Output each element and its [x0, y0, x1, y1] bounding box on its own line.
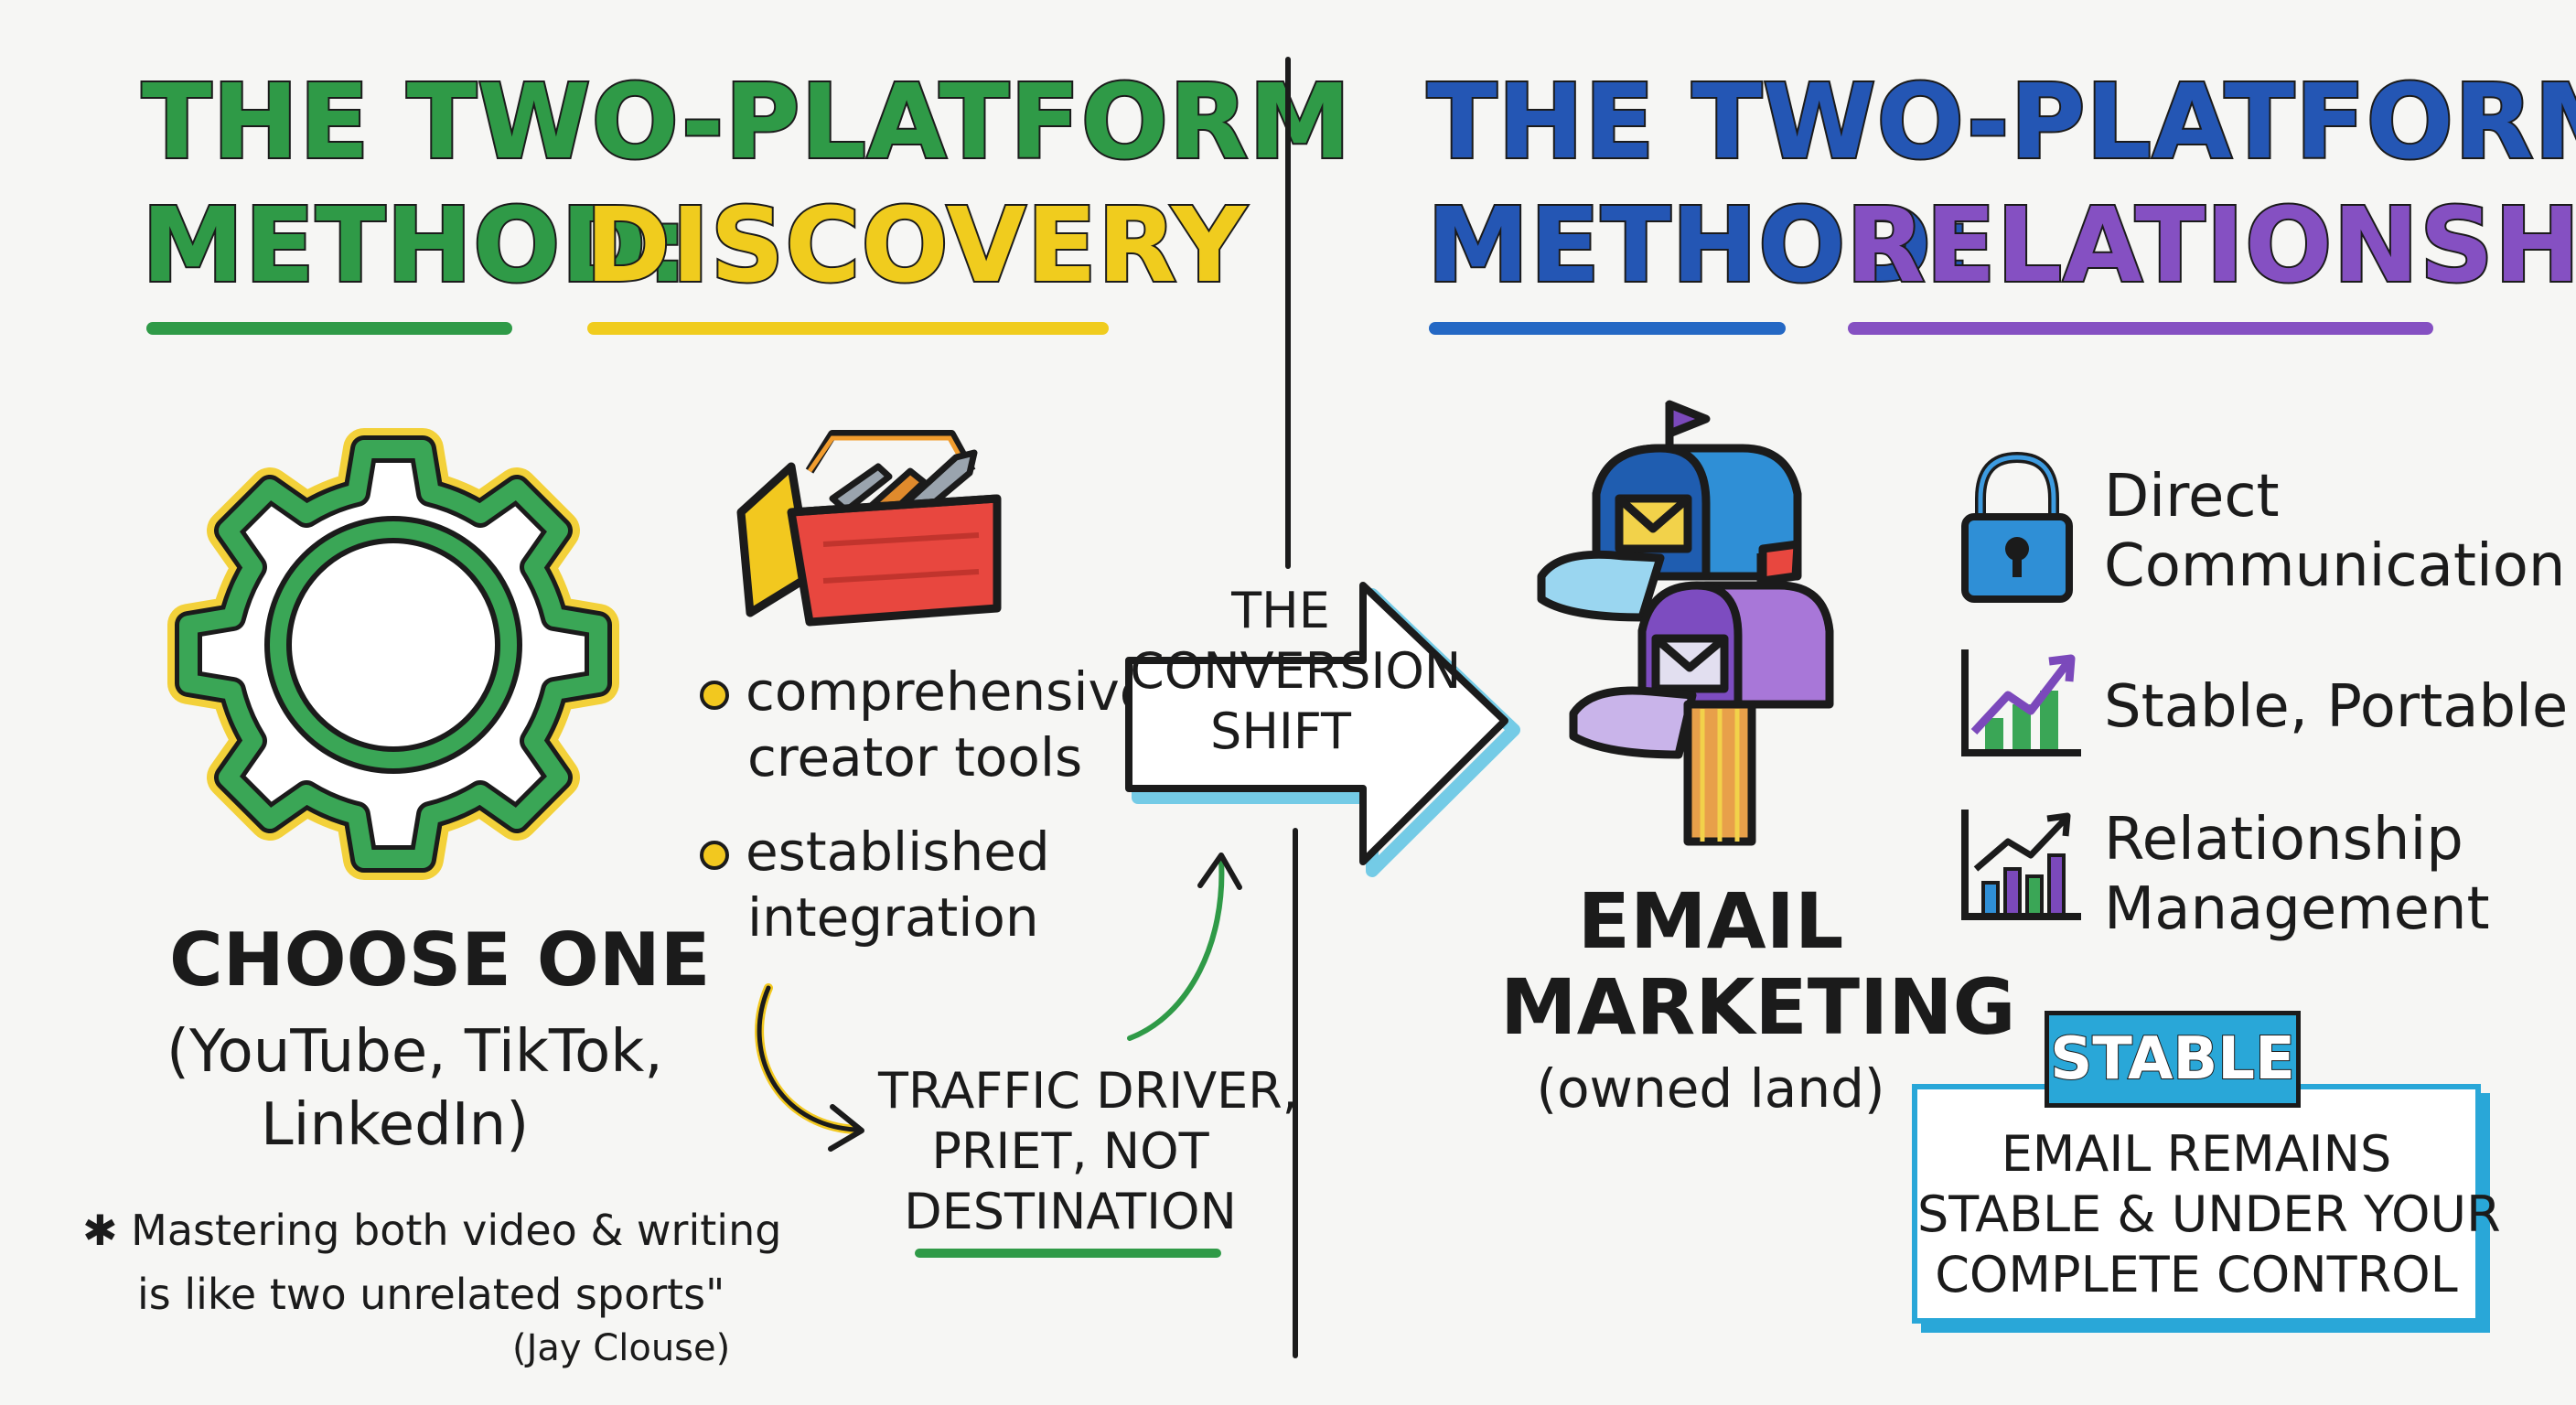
feature-1-line1: Direct [2104, 463, 2280, 531]
left-title-method: METHOD: [140, 186, 690, 306]
quote-line1: ✱ Mastering both video & writing [82, 1203, 781, 1258]
bullet-2-line1: established [746, 820, 1050, 883]
growth-chart-icon [1961, 649, 2081, 756]
conversion-arrow-icon [1125, 582, 1520, 877]
feature-3-line1: Relationship [2104, 806, 2463, 874]
bullet-1-line1: comprehensive [746, 660, 1153, 723]
quote-text-1: Mastering both video & writing [131, 1206, 782, 1255]
bullet-dot [700, 840, 729, 870]
stable-callout-text: EMAIL REMAINS STABLE & UNDER YOUR COMPLE… [1917, 1124, 2501, 1305]
platforms-line2: LinkedIn) [261, 1091, 530, 1159]
traffic-underline [915, 1249, 1221, 1258]
right-title-line1: THE TWO-PLATFORM [1425, 62, 2576, 183]
bullet-item-2: established integration [700, 819, 1050, 950]
up-arrow-icon [1127, 853, 1242, 1041]
stable-badge: STABLE [2045, 1011, 2301, 1108]
choose-one-label: CHOOSE ONE [169, 917, 711, 1003]
arrow-line2: CONVERSION [1130, 642, 1462, 700]
mailbox-icon [1537, 400, 1834, 846]
conversion-shift-label: THE CONVERSION SHIFT [1130, 581, 1462, 762]
email-line1: EMAIL [1577, 876, 1844, 966]
center-divider-top [1285, 57, 1291, 569]
stable-line1: EMAIL REMAINS [2001, 1125, 2392, 1183]
right-title-underline-blue [1429, 322, 1786, 335]
right-title-underline-purple [1848, 322, 2433, 335]
traffic-line1: TRAFFIC DRIVER, [878, 1062, 1298, 1120]
feature-3-line2: Management [2104, 875, 2490, 943]
feature-stable-portable: Stable, Portable [2104, 672, 2568, 742]
feature-2-line1: Stable, Portable [2104, 673, 2569, 741]
feature-relationship-management: Relationship Management [2104, 805, 2490, 944]
email-marketing-label: EMAIL MARKETING [1500, 876, 2016, 1052]
gear-icon [167, 428, 619, 880]
stable-callout-box: EMAIL REMAINS STABLE & UNDER YOUR COMPLE… [1912, 1084, 2501, 1324]
bullet-item-1: comprehensive creator tools [700, 659, 1153, 790]
bar-chart-icon [1961, 810, 2081, 920]
platforms-line1: (YouTube, TikTok, [166, 1018, 663, 1086]
email-line2: MARKETING [1500, 962, 2016, 1052]
curved-arrow-icon [755, 983, 864, 1152]
quote-line2: is like two unrelated sports" [137, 1270, 725, 1319]
right-title-relationship: RELATIONSHIP [1844, 186, 2576, 306]
bullet-1-line2: creator tools [747, 726, 1083, 788]
arrow-line3: SHIFT [1210, 702, 1351, 760]
traffic-driver-note: TRAFFIC DRIVER, PRIET, NOT DESTINATION [878, 1061, 1298, 1242]
right-title-method: METHOD: [1425, 186, 1975, 306]
feature-1-line2: Communication [2104, 532, 2566, 600]
bullet-dot [700, 680, 729, 710]
feature-direct-communication: Direct Communication [2104, 462, 2565, 601]
left-title-line1: THE TWO-PLATFORM [140, 62, 1353, 183]
traffic-line3: DESTINATION [904, 1183, 1237, 1240]
left-title-discovery: DISCOVERY [584, 186, 1248, 306]
asterisk-icon: ✱ [82, 1206, 118, 1255]
left-title-underline-green [146, 322, 512, 335]
toolbox-icon [736, 430, 1002, 627]
left-title-underline-yellow [587, 322, 1109, 335]
owned-land-label: (owned land) [1536, 1057, 1885, 1120]
stable-line3: COMPLETE CONTROL [1935, 1246, 2458, 1303]
bullet-2-line2: integration [747, 886, 1039, 949]
arrow-line1: THE [1231, 582, 1330, 639]
lock-icon [1961, 451, 2073, 603]
traffic-line2: PRIET, NOT [931, 1122, 1209, 1180]
stable-line2: STABLE & UNDER YOUR [1917, 1185, 2501, 1243]
quote-attribution: (Jay Clouse) [512, 1327, 731, 1369]
center-divider-bottom [1293, 828, 1298, 1358]
